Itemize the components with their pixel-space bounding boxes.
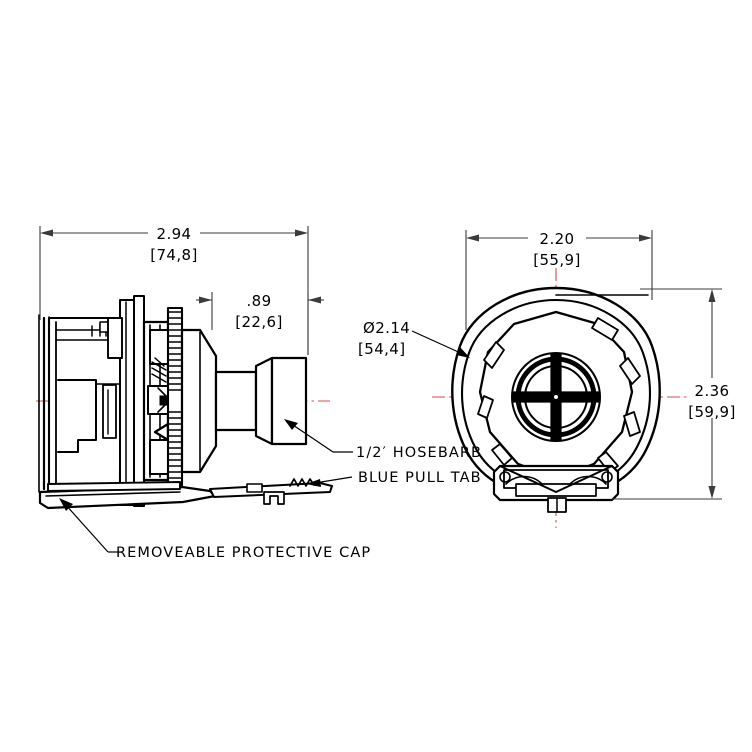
cap-diameter-value-inch: Ø2.14 (363, 319, 410, 337)
hosebarb-leader-diagonal (289, 422, 334, 453)
pull-tab-rivet (263, 491, 285, 505)
center-spoke-top (550, 353, 562, 395)
center-cross-spokes (512, 353, 600, 441)
barb-length-value-inch: .89 (246, 292, 271, 310)
side-view-geometry (38, 295, 333, 510)
cap-grip-rib-w-upper (483, 341, 505, 369)
front-cap-left-boss (499, 471, 511, 483)
collar-top-pad (107, 317, 123, 359)
cap-diameter-value-metric: [54,4] (358, 340, 406, 358)
hosebarb-label: 1/2′ HOSEBARB (356, 445, 482, 461)
front-view-geometry (451, 286, 661, 513)
barb-length-dimension: .89 [22,6] (196, 292, 324, 355)
front-cap-lower-band (515, 483, 597, 497)
hosebarb-cylinder (214, 370, 258, 432)
protective-cap-top-line (45, 491, 181, 497)
protective-cap-arrow (59, 498, 73, 511)
cap-grip-rib-ne (591, 317, 619, 341)
barb-length-arrow-left (199, 296, 212, 304)
housing-internal-slot (102, 384, 117, 439)
cap-grip-rib-e-lower (623, 411, 641, 437)
cap-grip-rib-e-upper (619, 357, 641, 385)
cap-width-dimension: 2.20 [55,9] (465, 230, 653, 330)
barb-transition-cone (180, 328, 218, 474)
protective-cap-rim (47, 481, 181, 492)
center-spoke-right (558, 391, 600, 403)
overall-length-value-inch: 2.94 (157, 225, 192, 243)
protective-cap-label: REMOVEABLE PROTECTIVE CAP (116, 545, 371, 561)
barb-length-value-metric: [22,6] (235, 313, 283, 331)
cap-width-arrow-right (639, 234, 652, 242)
cap-height-dimension: 2.36 [59,9] (612, 288, 736, 500)
front-cap-v-seam (499, 465, 613, 493)
overall-length-dimension: 2.94 [74,8] (39, 225, 309, 355)
blue-pull-tab-callout: BLUE PULL TAB (306, 470, 482, 487)
overall-length-value-metric: [74,8] (150, 246, 198, 264)
housing-seal-profile (57, 379, 97, 453)
center-hub-dot (552, 393, 560, 401)
blue-pull-tab-arrow (306, 479, 321, 487)
collar-ring-b (133, 295, 145, 507)
cap-width-arrow-left (466, 234, 479, 242)
cap-diameter-leader (411, 330, 466, 356)
cap-height-value-inch: 2.36 (695, 382, 730, 400)
cap-height-arrow-bottom (708, 486, 716, 499)
barb-length-arrow-right (308, 296, 321, 304)
hosebarb-arrow (284, 419, 298, 430)
overall-length-arrow-left (40, 229, 53, 237)
protective-cap-callout: REMOVEABLE PROTECTIVE CAP (59, 498, 371, 561)
pull-tab-boss (246, 483, 263, 493)
hosebarb-callout: 1/2′ HOSEBARB (284, 419, 482, 461)
cap-grip-rib-w-lower (477, 395, 494, 419)
front-cap-right-boss (601, 471, 613, 483)
cap-height-value-metric: [59,9] (688, 403, 736, 421)
cap-width-value-metric: [55,9] (533, 251, 581, 269)
cap-diameter-arrow (456, 347, 470, 358)
cap-height-arrow-top (708, 289, 716, 302)
center-spoke-bottom (550, 399, 562, 441)
cap-width-value-inch: 2.20 (540, 230, 575, 248)
center-spoke-left (512, 391, 554, 403)
cap-diameter-dimension: Ø2.14 [54,4] (358, 319, 470, 358)
pull-tab-grip-zigzag (289, 478, 315, 487)
ribbed-flange-teeth (169, 311, 181, 491)
overall-length-arrow-right (295, 229, 308, 237)
hosebarb-tip (270, 356, 308, 446)
blue-pull-tab-leader (314, 476, 353, 484)
blue-pull-tab-label: BLUE PULL TAB (358, 470, 482, 486)
valve-spring-hatch (151, 357, 167, 383)
protective-cap-leader-diagonal (64, 503, 109, 553)
hosebarb-flare (254, 356, 274, 446)
pull-tab-strap (209, 482, 333, 498)
